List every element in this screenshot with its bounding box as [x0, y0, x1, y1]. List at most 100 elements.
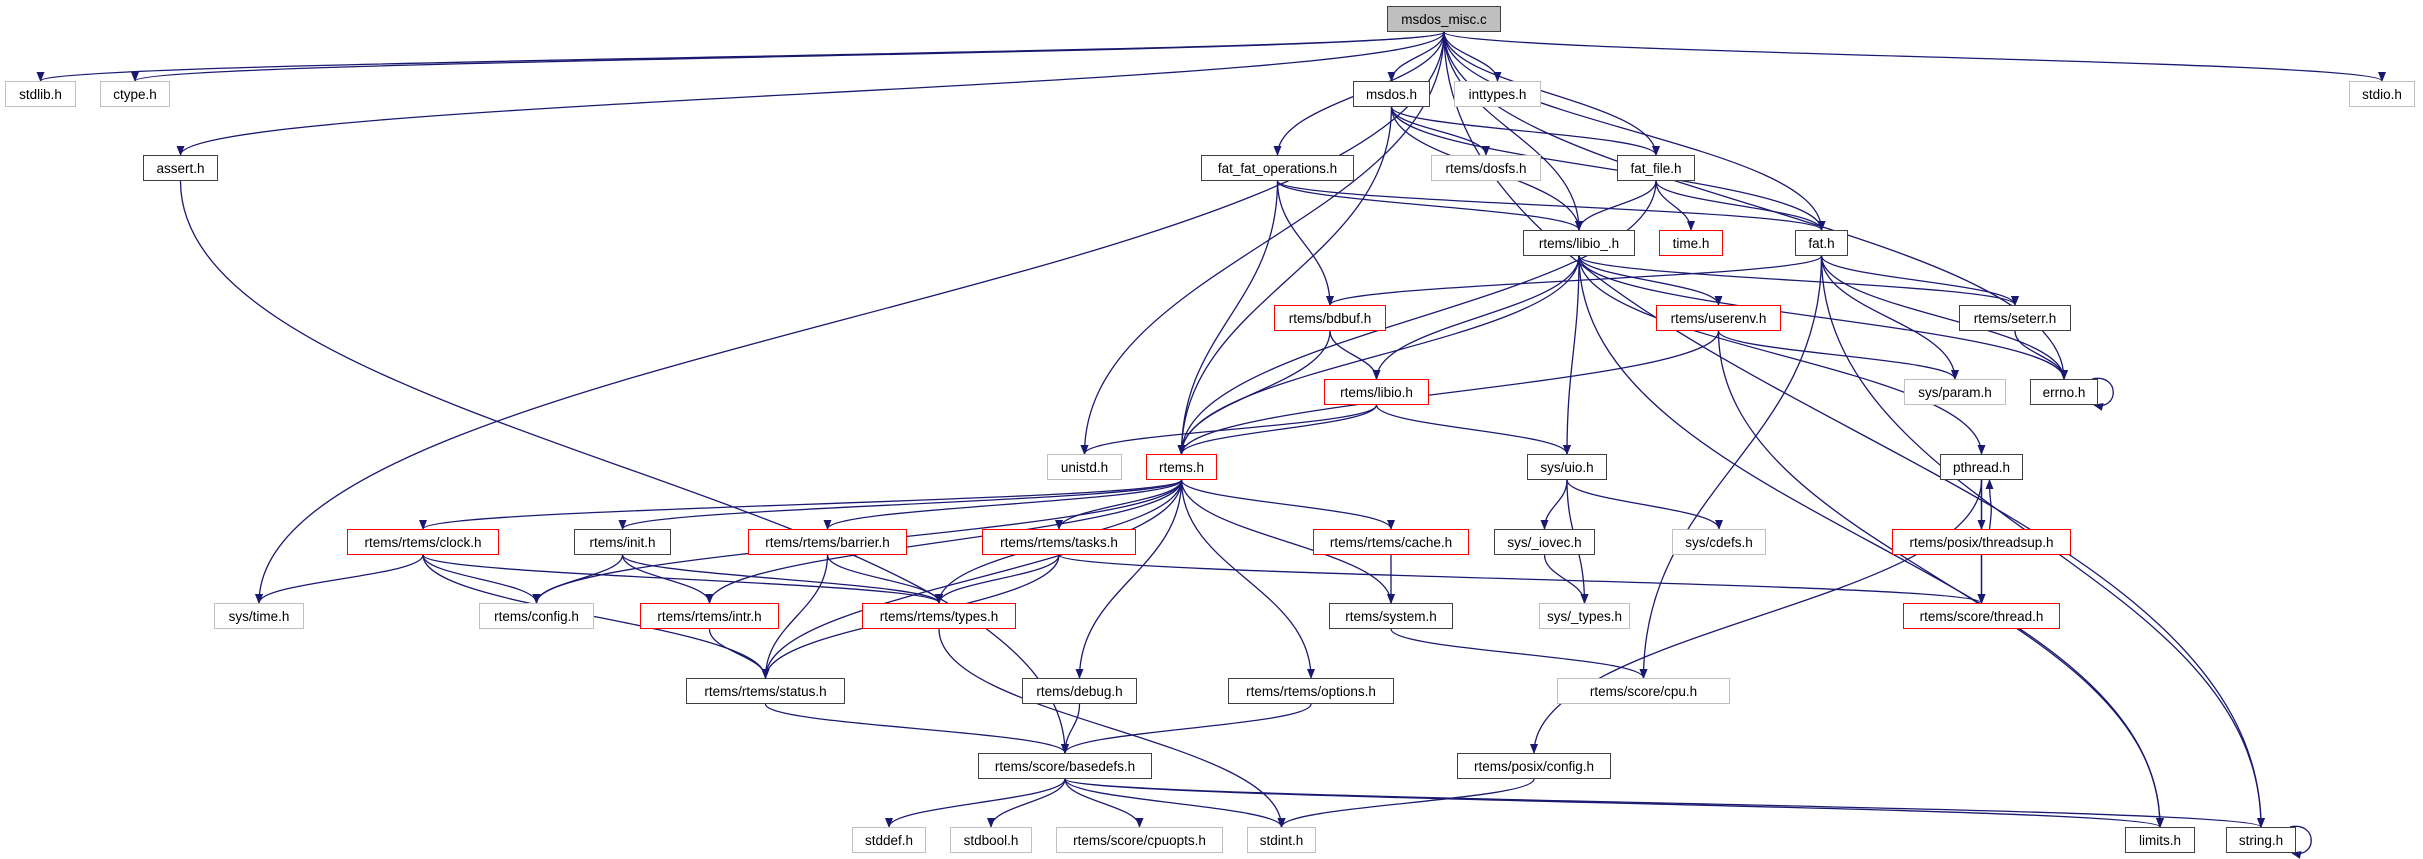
- edge-rtems-to-init: [618, 479, 1183, 530]
- graph-node-label: fat.h: [1808, 235, 1835, 251]
- graph-node-cdefs[interactable]: sys/cdefs.h: [1672, 529, 1766, 555]
- edge-bdbuf-to-libio: [1329, 330, 1381, 380]
- graph-node-threadsup[interactable]: rtems/posix/threadsup.h: [1892, 529, 2071, 555]
- graph-node-thread[interactable]: rtems/score/thread.h: [1903, 603, 2060, 629]
- graph-node-posixconfig[interactable]: rtems/posix/config.h: [1457, 753, 1611, 779]
- graph-node-barrier[interactable]: rtems/rtems/barrier.h: [748, 529, 907, 555]
- graph-node-libio[interactable]: rtems/libio.h: [1324, 379, 1429, 405]
- graph-node-uio[interactable]: sys/uio.h: [1527, 454, 1607, 480]
- graph-node-label: fat_file.h: [1630, 160, 1682, 176]
- graph-node-stdlib[interactable]: stdlib.h: [5, 81, 76, 107]
- edge-system-to-cpu: [1390, 628, 1648, 679]
- graph-node-label: sys/param.h: [1918, 384, 1992, 400]
- graph-node-label: sys/time.h: [228, 608, 290, 624]
- edge-rtems-to-debug: [1075, 479, 1183, 679]
- graph-node-cpu[interactable]: rtems/score/cpu.h: [1557, 678, 1730, 704]
- edge-rtems-to-clock: [419, 479, 1183, 530]
- graph-node-stdbool[interactable]: stdbool.h: [950, 827, 1032, 853]
- graph-node-label: rtems/libio_.h: [1538, 235, 1620, 251]
- edge-fat-to-errno: [1820, 255, 2068, 380]
- graph-node-pthread[interactable]: pthread.h: [1940, 454, 2023, 480]
- edge-basedefs-to-stdbool: [987, 778, 1066, 828]
- edge-fat_file-to-rtems: [1177, 180, 1657, 455]
- graph-node-label: ctype.h: [113, 86, 157, 102]
- graph-node-errno[interactable]: errno.h: [2030, 379, 2098, 405]
- edge-fat_fat_ops-to-libio_: [1276, 180, 1583, 231]
- edge-msdos_misc-to-inttypes: [1443, 31, 1502, 82]
- graph-node-libio_[interactable]: rtems/libio_.h: [1523, 230, 1635, 256]
- graph-node-system[interactable]: rtems/system.h: [1329, 603, 1453, 629]
- graph-node-limits[interactable]: limits.h: [2125, 827, 2195, 853]
- graph-node-label: msdos_misc.c: [1401, 11, 1487, 27]
- graph-node-label: sys/_iovec.h: [1507, 534, 1582, 550]
- graph-node-clock[interactable]: rtems/rtems/clock.h: [347, 529, 499, 555]
- graph-node-fat[interactable]: fat.h: [1795, 230, 1848, 256]
- graph-node-label: sys/uio.h: [1540, 459, 1594, 475]
- graph-node-dosfs[interactable]: rtems/dosfs.h: [1431, 155, 1541, 181]
- edge-msdos_misc-to-string: [1443, 31, 2265, 828]
- edge-posixconfig-to-stdint: [1277, 778, 1535, 828]
- graph-node-rtems[interactable]: rtems.h: [1146, 454, 1217, 480]
- edge-libio-to-rtems: [1177, 404, 1378, 455]
- edge-debug-to-basedefs: [1061, 703, 1081, 754]
- edge-rtems-to-barrier: [823, 479, 1183, 530]
- graph-node-seterr[interactable]: rtems/seterr.h: [1959, 305, 2071, 331]
- graph-node-label: rtems/rtems/options.h: [1246, 683, 1376, 699]
- graph-node-fat_file[interactable]: fat_file.h: [1617, 155, 1695, 181]
- graph-node-config[interactable]: rtems/config.h: [479, 603, 594, 629]
- graph-node-label: rtems/score/cpu.h: [1589, 683, 1698, 699]
- graph-node-init[interactable]: rtems/init.h: [574, 529, 671, 555]
- graph-node-userenv[interactable]: rtems/userenv.h: [1656, 305, 1781, 331]
- graph-node-label: rtems/rtems/cache.h: [1329, 534, 1453, 550]
- graph-node-debug[interactable]: rtems/debug.h: [1022, 678, 1137, 704]
- edge-userenv-to-limits: [1717, 330, 2164, 828]
- graph-node-intr[interactable]: rtems/rtems/intr.h: [640, 603, 779, 629]
- graph-node-time[interactable]: time.h: [1659, 230, 1723, 256]
- edge-bdbuf-to-rtems: [1177, 330, 1331, 455]
- edge-libio_-to-errno: [1578, 255, 2068, 380]
- edge-fat_fat_ops-to-rtems: [1177, 180, 1279, 455]
- graph-node-cpuopts[interactable]: rtems/score/cpuopts.h: [1056, 827, 1223, 853]
- edge-clock-to-status: [422, 554, 770, 679]
- graph-node-stdint[interactable]: stdint.h: [1247, 827, 1316, 853]
- graph-node-status[interactable]: rtems/rtems/status.h: [686, 678, 845, 704]
- graph-node-_types[interactable]: sys/_types.h: [1539, 603, 1630, 629]
- graph-node-label: stddef.h: [864, 832, 914, 848]
- edge-msdos_misc-to-fat_file: [1443, 31, 1660, 156]
- edge-init-to-types: [621, 554, 943, 604]
- graph-node-types[interactable]: rtems/rtems/types.h: [862, 603, 1016, 629]
- edge-basedefs-to-stdint: [1064, 778, 1286, 828]
- graph-node-assert[interactable]: assert.h: [143, 155, 218, 181]
- graph-node-msdos_h[interactable]: msdos.h: [1353, 81, 1430, 107]
- graph-node-basedefs[interactable]: rtems/score/basedefs.h: [978, 753, 1152, 779]
- graph-node-label: rtems/rtems/intr.h: [657, 608, 762, 624]
- graph-node-bdbuf[interactable]: rtems/bdbuf.h: [1274, 305, 1386, 331]
- graph-node-systime[interactable]: sys/time.h: [214, 603, 304, 629]
- graph-node-stdio[interactable]: stdio.h: [2349, 81, 2415, 107]
- edge-tasks-to-types: [935, 554, 1060, 604]
- graph-node-cache[interactable]: rtems/rtems/cache.h: [1313, 529, 1469, 555]
- edge-msdos_misc-to-stdlib: [37, 31, 1445, 82]
- graph-node-stddef[interactable]: stddef.h: [852, 827, 926, 853]
- graph-node-string[interactable]: string.h: [2226, 827, 2296, 853]
- graph-node-label: rtems/posix/config.h: [1473, 758, 1595, 774]
- graph-node-label: fat_fat_operations.h: [1217, 160, 1338, 176]
- edge-msdos_h-to-fat: [1390, 106, 1826, 231]
- graph-node-param[interactable]: sys/param.h: [1904, 379, 2006, 405]
- graph-node-label: rtems/score/basedefs.h: [994, 758, 1136, 774]
- graph-node-iovec[interactable]: sys/_iovec.h: [1494, 529, 1595, 555]
- graph-node-options[interactable]: rtems/rtems/options.h: [1228, 678, 1394, 704]
- graph-node-ctype[interactable]: ctype.h: [100, 81, 170, 107]
- graph-node-inttypes[interactable]: inttypes.h: [1454, 81, 1541, 107]
- graph-node-fat_fat_ops[interactable]: fat_fat_operations.h: [1201, 155, 1354, 181]
- edge-msdos_misc-to-fat: [1443, 31, 1826, 231]
- edge-msdos_misc-to-libio_: [1443, 31, 1583, 231]
- graph-node-label: limits.h: [2138, 832, 2181, 848]
- graph-node-unistd[interactable]: unistd.h: [1047, 454, 1122, 480]
- graph-node-label: sys/cdefs.h: [1685, 534, 1753, 550]
- edge-fat-to-param: [1820, 255, 1959, 380]
- edge-status-to-basedefs: [764, 703, 1069, 754]
- graph-node-tasks[interactable]: rtems/rtems/tasks.h: [982, 529, 1136, 555]
